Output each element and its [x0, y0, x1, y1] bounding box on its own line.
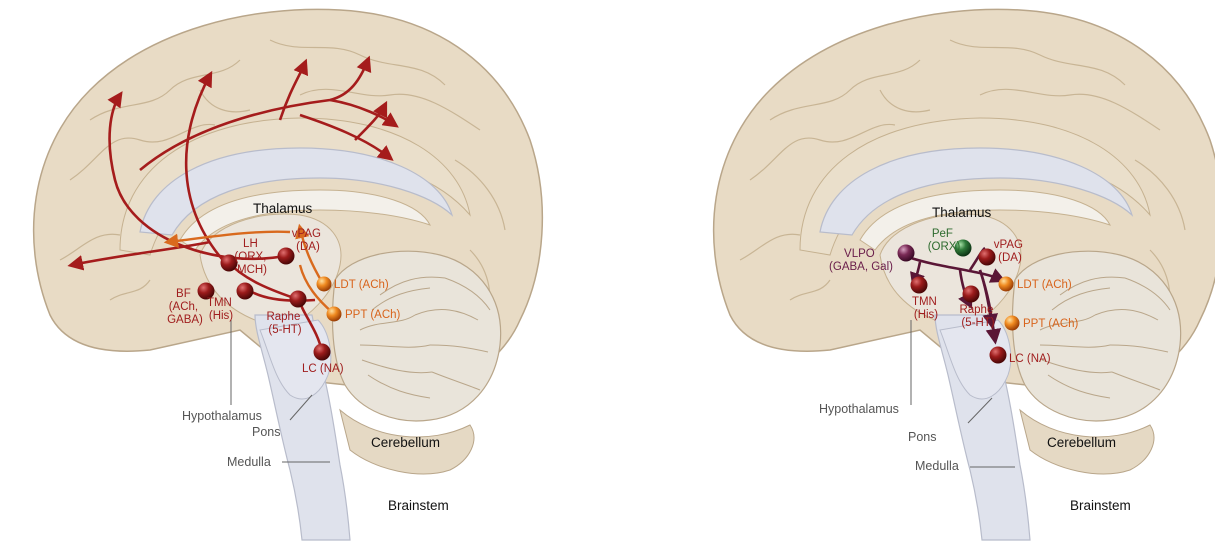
- vpag-nucleus: [979, 249, 996, 266]
- thalamus-label: Thalamus: [253, 201, 313, 216]
- ppt-label: PPT (ACh): [1023, 318, 1079, 330]
- medulla-label: Medulla: [227, 455, 271, 469]
- ldt-label: LDT (ACh): [334, 279, 389, 291]
- cerebellum-label: Cerebellum: [371, 435, 440, 450]
- lc-label: LC (NA): [302, 363, 344, 375]
- tmn-nucleus: [237, 283, 254, 300]
- vpag-label: vPAG (DA): [292, 228, 324, 253]
- thalamus-label: Thalamus: [932, 205, 992, 220]
- ldt-nucleus: [999, 277, 1014, 292]
- tmn-nucleus: [911, 277, 928, 294]
- raphe-nucleus: [290, 291, 307, 308]
- ppt-nucleus: [1005, 316, 1020, 331]
- lc-nucleus: [314, 344, 331, 361]
- ppt-label: PPT (ACh): [345, 309, 401, 321]
- medulla-label: Medulla: [915, 459, 959, 473]
- brainstem-label: Brainstem: [388, 498, 449, 513]
- cerebellum-label: Cerebellum: [1047, 435, 1116, 450]
- ldt-label: LDT (ACh): [1017, 279, 1072, 291]
- ppt-nucleus: [327, 307, 342, 322]
- pef-label: PeF (ORX): [928, 228, 961, 253]
- raphe-label: Raphe (5-HT): [266, 311, 303, 336]
- lc-nucleus: [990, 347, 1007, 364]
- raphe-nucleus: [963, 286, 980, 303]
- vlpo-nucleus: [898, 245, 915, 262]
- sleep-panel: Thalamus PeF (ORX) VLPO (GABA, Gal) vPAG…: [714, 9, 1215, 540]
- pons-label: Pons: [908, 430, 937, 444]
- lc-label: LC (NA): [1009, 353, 1051, 365]
- hypothalamus-label: Hypothalamus: [819, 402, 899, 416]
- brainstem-label: Brainstem: [1070, 498, 1131, 513]
- vpag-nucleus: [278, 248, 295, 265]
- raphe-label: Raphe (5-HT): [959, 304, 996, 329]
- tmn-label: TMN (His): [912, 296, 940, 321]
- pons-label: Pons: [252, 425, 281, 439]
- ldt-nucleus: [317, 277, 332, 292]
- arousal-panel: Thalamus vPAG (DA) LH (ORX, MCH) BF (ACh…: [34, 9, 543, 540]
- vpag-label: vPAG (DA): [994, 239, 1026, 264]
- hypothalamus-label: Hypothalamus: [182, 409, 262, 423]
- tmn-label: TMN (His): [207, 297, 235, 322]
